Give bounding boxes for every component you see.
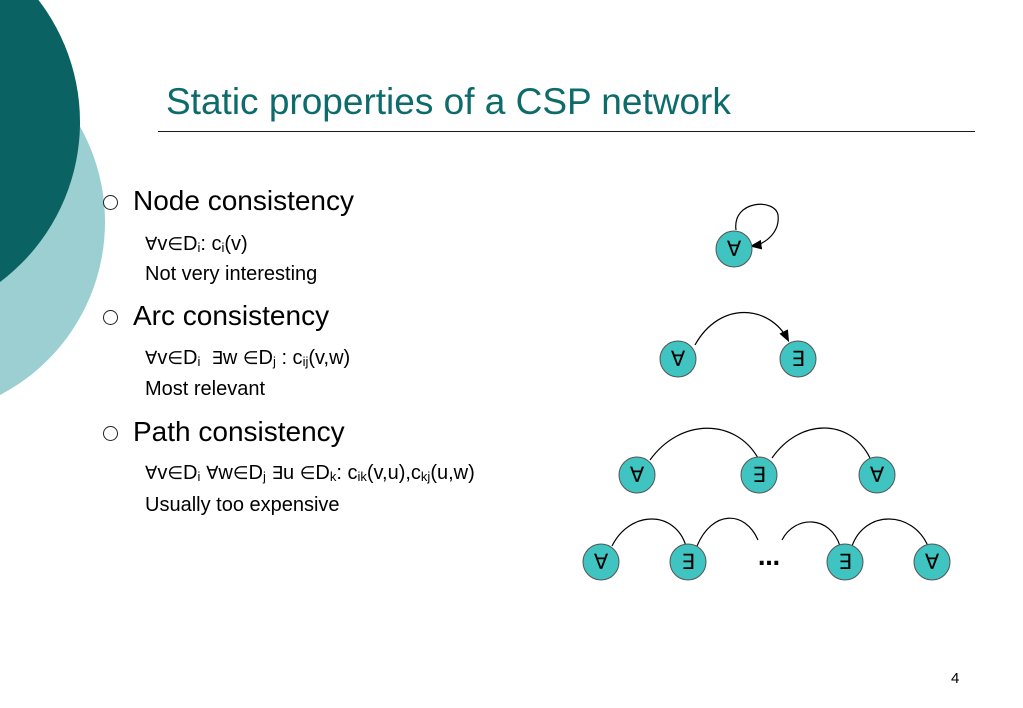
node-label: ∃ bbox=[791, 347, 804, 371]
path-edge bbox=[649, 427, 759, 461]
node-label: ∀ bbox=[925, 550, 940, 574]
graph-node bbox=[582, 543, 620, 581]
note-node-consistency: Not very interesting bbox=[145, 263, 318, 285]
node-label: ∃ bbox=[752, 463, 765, 487]
graph-node bbox=[669, 543, 707, 581]
dark-teal-circle bbox=[0, 0, 80, 282]
diagram-chain: ∀ ∃ … ∃ ∀ bbox=[582, 517, 951, 581]
chain-edge bbox=[781, 521, 841, 547]
node-label: ∀ bbox=[671, 347, 686, 371]
page-number: 4 bbox=[951, 670, 960, 687]
bullet-circle-icon bbox=[103, 194, 118, 210]
graph-node bbox=[858, 456, 896, 494]
bullet-circle-icon bbox=[103, 309, 118, 325]
self-loop-edge bbox=[735, 203, 779, 250]
graph-node bbox=[715, 230, 753, 268]
graph-node bbox=[779, 340, 817, 378]
chain-edge bbox=[696, 517, 759, 547]
graph-node bbox=[618, 456, 656, 494]
bullet-node-consistency: Node consistency bbox=[103, 184, 354, 218]
node-label: ∃ bbox=[838, 550, 851, 574]
bullet-path-consistency: Path consistency bbox=[103, 415, 345, 449]
formula-node-consistency: ∀v∈Di: ci(v) bbox=[145, 233, 248, 255]
graph-node bbox=[826, 543, 864, 581]
node-label: ∀ bbox=[630, 463, 645, 487]
node-label: ∃ bbox=[681, 550, 694, 574]
graph-node bbox=[740, 456, 778, 494]
title-underline bbox=[158, 131, 975, 132]
diagram-node-consistency: ∀ bbox=[715, 203, 779, 268]
chain-edge bbox=[611, 518, 687, 547]
bullet-heading: Arc consistency bbox=[133, 300, 330, 331]
note-arc-consistency: Most relevant bbox=[145, 378, 266, 400]
diagram-path-consistency: ∀ ∃ ∀ bbox=[618, 427, 896, 494]
path-edge bbox=[771, 427, 871, 459]
node-label: ∀ bbox=[594, 550, 609, 574]
graph-node bbox=[659, 340, 697, 378]
chain-edge bbox=[851, 518, 929, 547]
formula-arc-consistency: ∀v∈Di ∃w ∈Dj : cij(v,w) bbox=[145, 347, 351, 369]
formula-path-consistency: ∀v∈Di ∀w∈Dj ∃u ∈Dk: cik(v,u),ckj(u,w) bbox=[145, 462, 475, 484]
diagram-arc-consistency: ∀ ∃ bbox=[659, 311, 817, 378]
node-label: ∀ bbox=[727, 237, 742, 261]
bullet-heading: Node consistency bbox=[133, 185, 355, 216]
bullet-circle-icon bbox=[103, 425, 118, 441]
ellipsis: … bbox=[758, 546, 780, 571]
bullet-arc-consistency: Arc consistency bbox=[103, 299, 329, 333]
arc-edge bbox=[694, 311, 790, 346]
bullet-heading: Path consistency bbox=[133, 416, 345, 447]
slide-title: Static properties of a CSP network bbox=[166, 81, 731, 122]
node-label: ∀ bbox=[870, 463, 885, 487]
note-path-consistency: Usually too expensive bbox=[145, 494, 340, 516]
graph-node bbox=[913, 543, 951, 581]
